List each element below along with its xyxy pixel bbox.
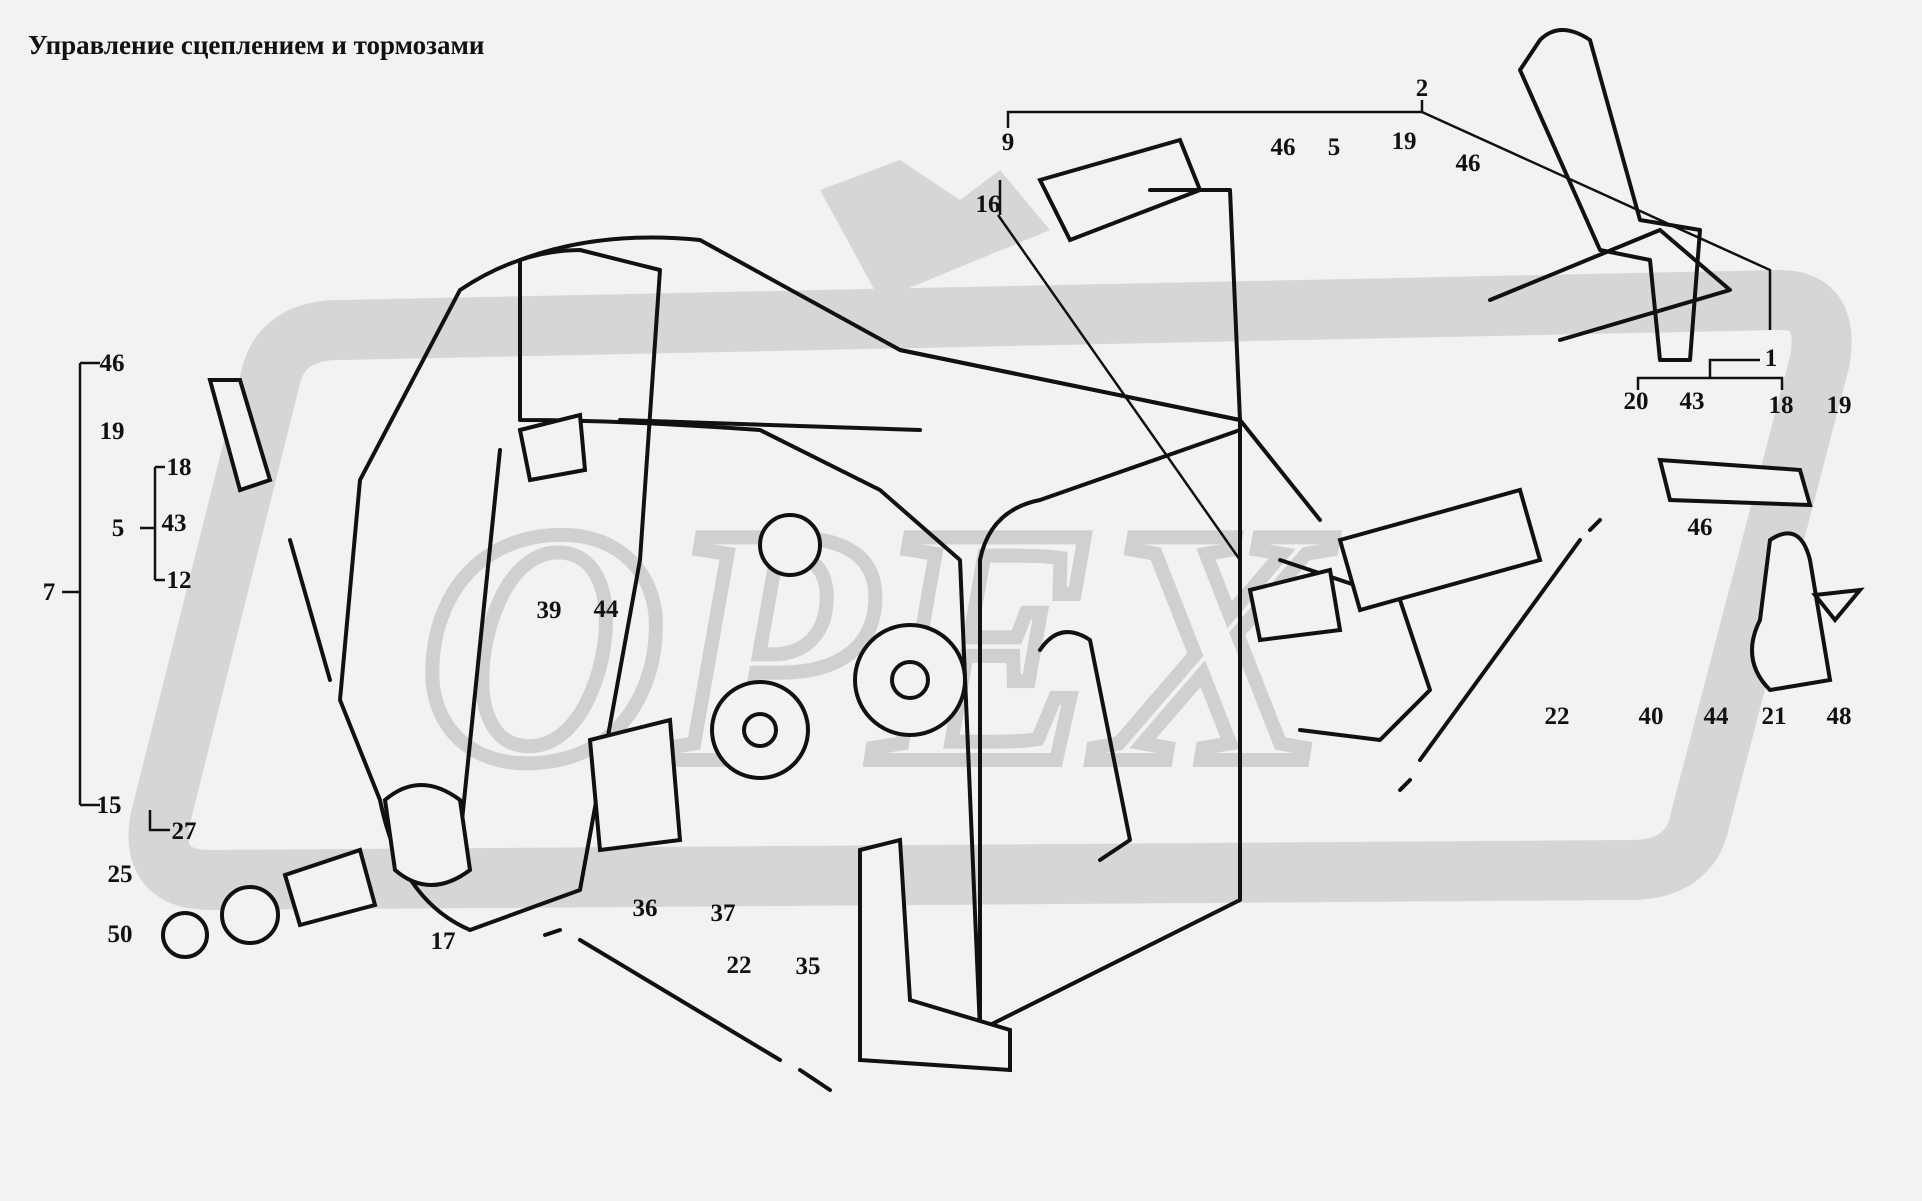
- callout-48: 48: [1827, 703, 1852, 730]
- callout-15: 15: [97, 792, 122, 819]
- callout-36: 36: [633, 895, 658, 922]
- callout-35: 35: [796, 953, 821, 980]
- callout-46: 46: [100, 350, 125, 377]
- callout-39: 39: [537, 597, 562, 624]
- callout-19: 19: [100, 418, 125, 445]
- callout-27: 27: [172, 818, 197, 845]
- callout-44: 44: [594, 596, 620, 623]
- diagram-title: Управление сцеплением и тормозами: [28, 30, 485, 60]
- callout-1: 1: [1765, 345, 1778, 372]
- callout-20: 20: [1624, 388, 1649, 415]
- callout-labels: 2 9 16 46 5 19 46 1 20 43 18 19 46 22 40 44 21 48 46 19 18 5 4…: [43, 75, 1852, 980]
- brake-shaft: [1247, 487, 1543, 643]
- callout-5: 5: [1328, 134, 1341, 161]
- callout-22: 22: [1545, 703, 1570, 730]
- callout-43: 43: [162, 510, 187, 537]
- group-brackets: [62, 100, 1784, 832]
- callout-18: 18: [167, 454, 192, 481]
- callout-7: 7: [43, 579, 56, 606]
- small-parts: [161, 378, 1865, 1073]
- callout-22: 22: [727, 952, 752, 979]
- callout-2: 2: [1416, 75, 1429, 102]
- callout-16: 16: [976, 191, 1001, 218]
- callout-9: 9: [1002, 129, 1015, 156]
- callout-18: 18: [1769, 392, 1794, 419]
- callout-44: 44: [1704, 703, 1730, 730]
- callout-46: 46: [1456, 150, 1481, 177]
- callout-25: 25: [108, 861, 133, 888]
- callout-21: 21: [1762, 703, 1787, 730]
- callout-17: 17: [431, 928, 456, 955]
- callout-46: 46: [1688, 514, 1713, 541]
- brake-pedal: [1037, 137, 1322, 522]
- clutch-pedal: [458, 412, 588, 842]
- callout-12: 12: [167, 567, 192, 594]
- springs: [543, 518, 1602, 1092]
- hand-lever: [1488, 28, 1732, 362]
- callout-46: 46: [1271, 134, 1296, 161]
- callout-37: 37: [711, 900, 736, 927]
- callout-19: 19: [1392, 128, 1417, 155]
- callout-43: 43: [1680, 388, 1705, 415]
- callout-5: 5: [112, 515, 125, 542]
- callout-19: 19: [1827, 392, 1852, 419]
- callout-40: 40: [1639, 703, 1664, 730]
- watermark-logo: OPEX: [128, 160, 1852, 911]
- callout-50: 50: [108, 921, 133, 948]
